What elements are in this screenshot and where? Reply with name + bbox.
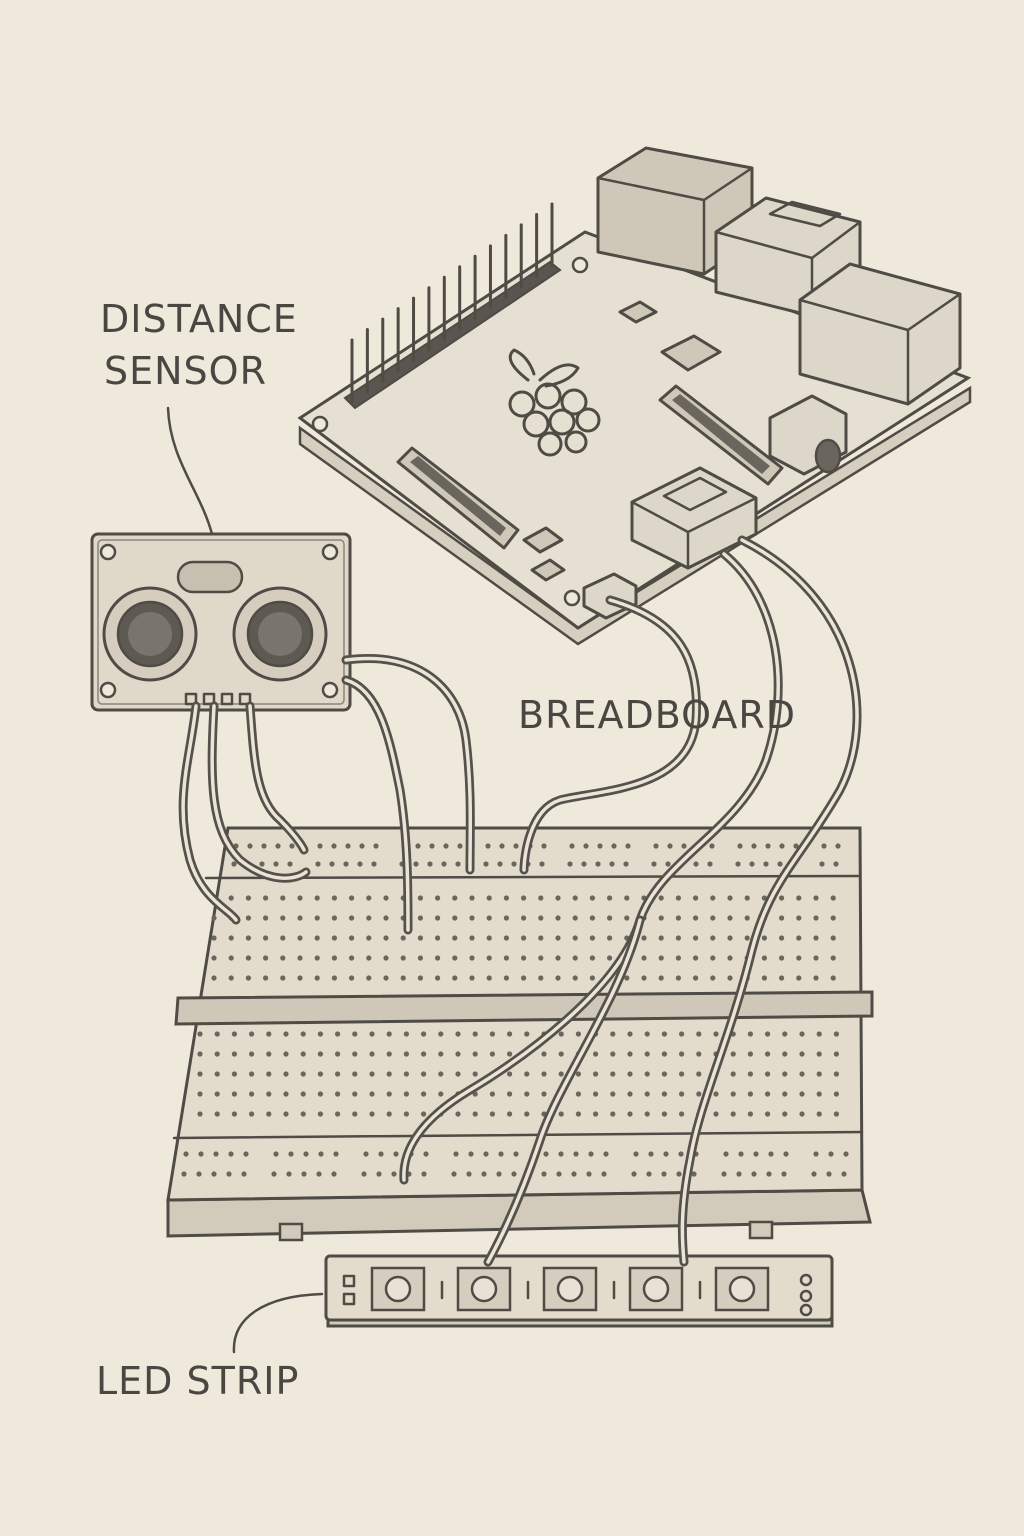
- leader-line-led-strip: [234, 1294, 322, 1352]
- label-distance-sensor-line2: SENSOR: [104, 349, 267, 393]
- label-breadboard: BREADBOARD: [518, 693, 796, 737]
- label-distance-sensor-line1: DISTANCE: [100, 297, 298, 341]
- label-distance-sensor: DISTANCE SENSOR: [100, 297, 298, 534]
- sensor-transducer-left: [104, 588, 196, 680]
- distance-sensor: [92, 534, 350, 710]
- leader-line-distance-sensor: [168, 408, 212, 534]
- label-led-strip-text: LED STRIP: [96, 1359, 299, 1403]
- led-5: [716, 1268, 768, 1310]
- led-strip: [326, 1256, 832, 1326]
- raspberry-pi-board: [300, 148, 970, 644]
- breadboard: [168, 828, 872, 1240]
- label-led-strip: LED STRIP: [96, 1294, 322, 1403]
- sensor-transducer-right: [234, 588, 326, 680]
- label-breadboard-text: BREADBOARD: [518, 693, 796, 737]
